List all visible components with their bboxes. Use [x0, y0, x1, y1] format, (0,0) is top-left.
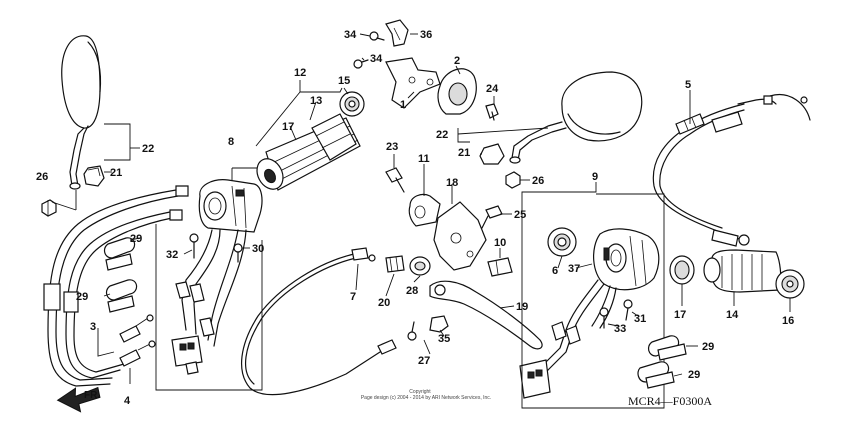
- label-3: 3: [90, 321, 96, 333]
- label-29b: 29: [76, 291, 88, 303]
- label-9: 9: [592, 171, 598, 183]
- right-mirror-nut: [479, 143, 505, 165]
- right-mirror-bolt: [505, 171, 521, 189]
- right-cable-clamp-lower: [637, 361, 675, 389]
- throttle-housing-cover: [437, 68, 477, 115]
- housing-bracket-36: [385, 19, 409, 47]
- label-7: 7: [350, 291, 356, 303]
- label-34a: 34: [344, 29, 357, 41]
- label-12: 12: [294, 67, 306, 79]
- throttle-cable-7: [240, 247, 397, 396]
- lever-bracket: [433, 201, 487, 271]
- label-4: 4: [124, 395, 131, 407]
- right-handlebar-switch: [593, 228, 660, 291]
- label-36: 36: [420, 29, 432, 41]
- switch-wiring-harness: [171, 229, 247, 375]
- label-16: 16: [782, 315, 794, 327]
- right-switch-screw-31: [623, 299, 633, 321]
- label-17b: 17: [674, 309, 686, 321]
- lever-nut-35: [429, 315, 449, 333]
- label-8: 8: [228, 136, 234, 148]
- right-switch-harness: [519, 279, 617, 399]
- clutch-cable-left: [43, 185, 189, 387]
- label-20: 20: [378, 297, 390, 309]
- cable-clamp-upper: [103, 237, 136, 271]
- throttle-grip-assembly: [256, 113, 361, 191]
- switch-collar-6: [547, 227, 577, 257]
- label-27: 27: [418, 355, 430, 367]
- bracket-bolt-23: [385, 167, 405, 193]
- switch-screw-30: [233, 243, 243, 263]
- label-17a: 17: [282, 121, 294, 133]
- label-33: 33: [614, 323, 626, 335]
- copyright-heading: Copyright: [409, 389, 431, 395]
- label-37: 37: [568, 263, 580, 275]
- label-6: 6: [552, 265, 558, 277]
- grip-end-16: [775, 269, 805, 299]
- left-handlebar-switch: [198, 179, 263, 233]
- label-25: 25: [514, 209, 526, 221]
- label-34b: 34: [370, 53, 383, 65]
- label-14: 14: [726, 309, 739, 321]
- label-29a: 29: [130, 233, 142, 245]
- right-cable-clamp-upper: [647, 335, 687, 361]
- right-switch-screw-33: [599, 307, 609, 329]
- label-22b: 22: [436, 129, 448, 141]
- label-18: 18: [446, 177, 458, 189]
- copyright-notice: Page design (c) 2004 - 2014 by ARI Netwo…: [361, 395, 491, 401]
- label-26a: 26: [36, 171, 48, 183]
- diagram-code: MCR4—F0300A: [628, 394, 712, 408]
- label-21a: 21: [110, 167, 122, 179]
- label-11: 11: [418, 153, 430, 165]
- label-31: 31: [634, 313, 646, 325]
- label-23: 23: [386, 141, 398, 153]
- left-mirror: [61, 35, 102, 190]
- lever-pivot-10: [487, 257, 513, 277]
- label-30: 30: [252, 243, 264, 255]
- label-29d: 29: [688, 369, 700, 381]
- right-hand-grip-14: [703, 249, 782, 293]
- front-direction-arrow: [56, 386, 101, 413]
- bracket-screw-25: [481, 205, 503, 229]
- label-21b: 21: [458, 147, 470, 159]
- label-13: 13: [310, 95, 322, 107]
- grip-collar-17: [669, 255, 695, 285]
- clutch-cable-5: [652, 94, 811, 247]
- label-1: 1: [400, 99, 406, 111]
- throttle-housing-upper: [385, 57, 441, 109]
- label-19: 19: [516, 301, 528, 313]
- housing-screw-34a: [369, 31, 385, 41]
- lever-holder-clamp: [408, 193, 441, 227]
- switch-screw-32: [189, 233, 199, 259]
- label-10: 10: [494, 237, 506, 249]
- label-35: 35: [438, 333, 450, 345]
- label-28: 28: [406, 285, 418, 297]
- grip-bushing: [339, 91, 365, 117]
- housing-screw-24: [485, 103, 499, 121]
- label-24: 24: [486, 83, 499, 95]
- lever-19: [429, 280, 543, 350]
- lever-spring-28: [409, 256, 431, 276]
- label-5: 5: [685, 79, 691, 91]
- label-22a: 22: [142, 143, 154, 155]
- label-15: 15: [338, 75, 350, 87]
- label-29c: 29: [702, 341, 714, 353]
- label-26b: 26: [532, 175, 544, 187]
- cable-adjuster-20: [385, 255, 405, 273]
- housing-screw-34b: [353, 59, 369, 69]
- left-mirror-bolt: [41, 199, 57, 217]
- left-mirror-nut: [83, 165, 105, 187]
- label-32: 32: [166, 249, 178, 261]
- front-direction-label: FR.: [84, 390, 100, 401]
- lever-screw-27: [407, 321, 417, 341]
- cable-clamp-lower: [105, 279, 138, 313]
- part-number-labels: 1 2 3 4 5 6 7 8 9 10 11 12 13 14 15 16 1…: [36, 29, 794, 407]
- right-mirror: [509, 71, 643, 164]
- label-2: 2: [454, 55, 460, 67]
